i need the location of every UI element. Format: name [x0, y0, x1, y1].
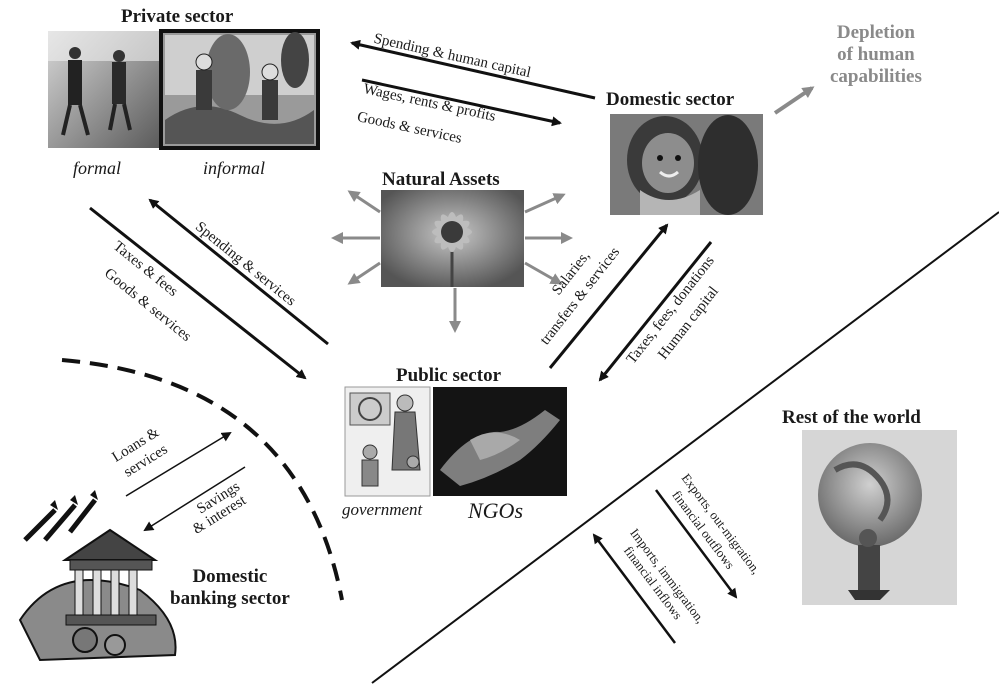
- banking-title-line1: Domestic: [192, 566, 268, 587]
- depletion-line3: capabilities: [830, 65, 922, 87]
- bank-building-icon: [18, 490, 177, 662]
- domestic-photo: [610, 114, 763, 215]
- formal-photo: [48, 31, 161, 148]
- depletion-line1: Depletion: [836, 22, 915, 43]
- informal-photo: [159, 29, 320, 150]
- arrow-exports: [654, 489, 738, 599]
- government-photo: [344, 386, 431, 497]
- informal-label: informal: [203, 158, 266, 178]
- domestic-sector-title: Domestic sector: [606, 89, 735, 110]
- banking-title-line2: banking sector: [170, 587, 290, 609]
- public-sector-title: Public sector: [396, 365, 502, 386]
- rest-of-world-boundary: [371, 211, 999, 684]
- ngos-photo: [433, 387, 567, 496]
- arrow-loans: [125, 431, 232, 497]
- ngos-label: NGOs: [468, 498, 524, 523]
- arrow-spending-human-capital: [350, 39, 596, 100]
- natural-assets-photo: [381, 190, 524, 287]
- formal-label: formal: [73, 158, 122, 178]
- government-label: government: [342, 500, 423, 519]
- depletion-line2: of human: [837, 43, 915, 65]
- banking-sector-title: Domestic banking sector: [170, 566, 290, 610]
- arrow-taxes-goods: [89, 206, 307, 380]
- arrow-salaries-transfers: [548, 223, 669, 369]
- arrow-imports: [592, 533, 676, 644]
- arrow-wages-goods: [361, 78, 562, 127]
- arrow-savings: [143, 466, 246, 532]
- arrow-taxes-donations: [598, 241, 713, 382]
- arrow-spending-services: [148, 198, 329, 346]
- rest-of-world-title: Rest of the world: [782, 407, 921, 428]
- depletion-label: Depletion of human capabilities: [830, 22, 922, 88]
- banking-sector-boundary: [61, 358, 344, 601]
- natural-assets-radiating-arrows: [331, 86, 815, 333]
- rest-of-world-photo: [802, 430, 957, 605]
- natural-assets-title: Natural Assets: [382, 169, 500, 190]
- private-sector-title: Private sector: [121, 6, 234, 27]
